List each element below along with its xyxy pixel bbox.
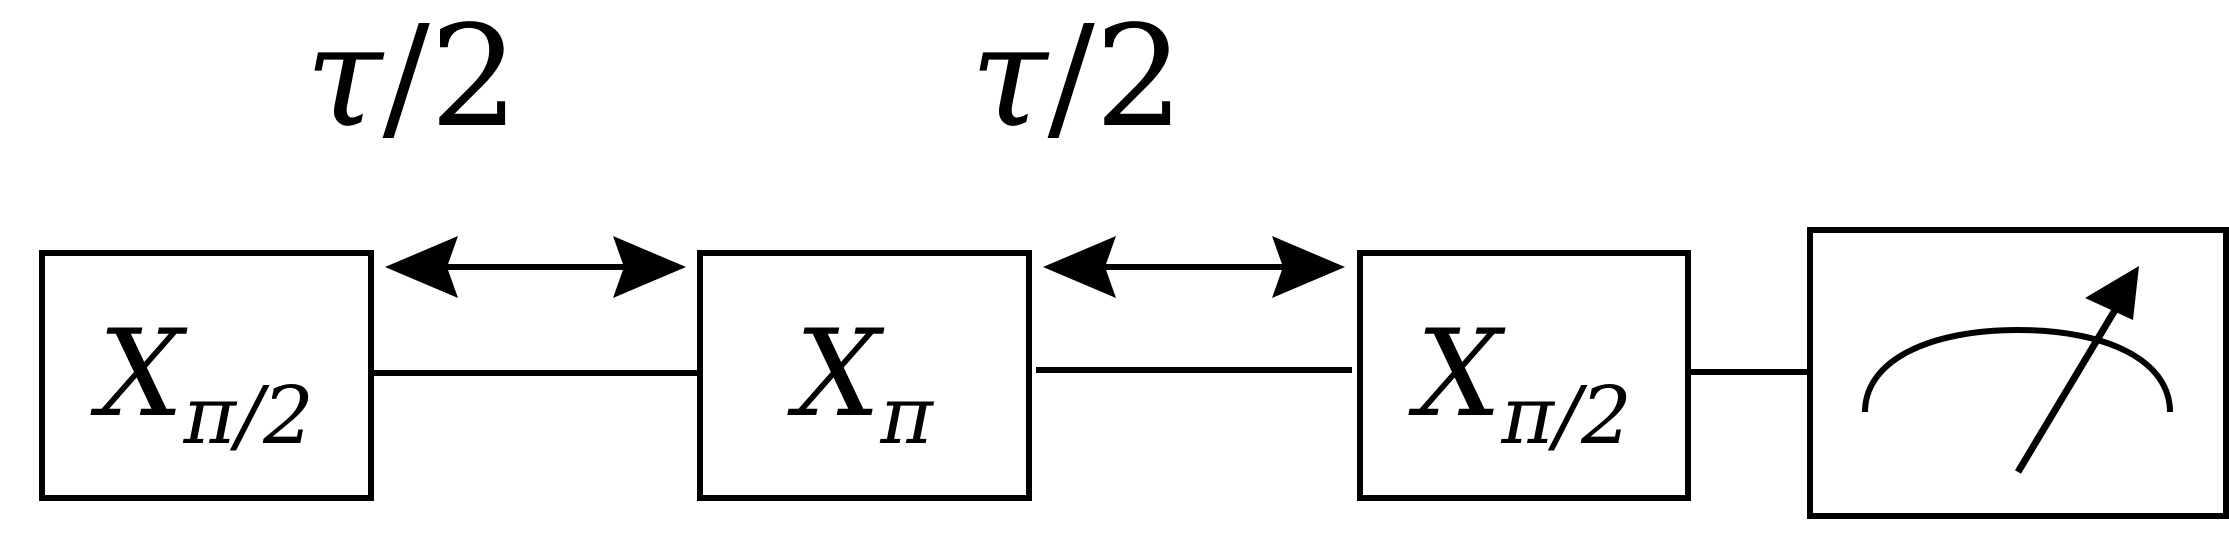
delay-arrow-2	[1043, 236, 1345, 298]
gate-x-pi-over-2-first: Xπ/2	[39, 250, 374, 501]
gate-x-pi: Xπ	[697, 250, 1032, 501]
meter-icon	[1862, 266, 2173, 474]
delay-divisor-1: /2	[383, 0, 519, 159]
measurement-box	[1807, 227, 2229, 519]
gate-subscript-2: π	[879, 369, 934, 462]
gate-label-1: Xπ/2	[90, 305, 314, 462]
delay-divisor-2: /2	[1048, 0, 1184, 159]
gate-subscript-3: π/2	[1501, 369, 1632, 462]
gate-label-2: Xπ	[787, 305, 934, 462]
gate-symbol-2: X	[787, 305, 885, 444]
gate-x-pi-over-2-second: Xπ/2	[1357, 250, 1691, 501]
gate-symbol-1: X	[90, 305, 188, 444]
delay-arrow-1	[385, 236, 686, 298]
gate-subscript-1: π/2	[183, 369, 314, 462]
gate-symbol-3: X	[1408, 305, 1506, 444]
delay-label-1: τ/2	[305, 0, 519, 159]
delay-label-2: τ/2	[970, 0, 1184, 159]
delay-symbol-1: τ	[305, 0, 385, 159]
gate-label-3: Xπ/2	[1408, 305, 1632, 462]
delay-symbol-2: τ	[970, 0, 1050, 159]
